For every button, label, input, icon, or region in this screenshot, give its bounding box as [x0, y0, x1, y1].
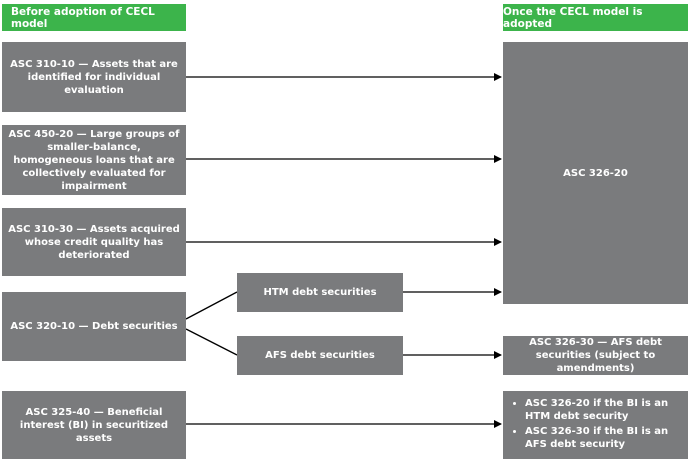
header-after-cecl: Once the CECL model is adopted: [503, 4, 688, 31]
bi-outcome-item: ASC 326-20 if the BI is an HTM debt secu…: [525, 397, 682, 423]
box-asc-310-30-label: ASC 310-30 — Assets acquired whose credi…: [8, 223, 180, 261]
branch-to-htm: [185, 291, 238, 320]
box-bi-outcomes: ASC 326-20 if the BI is an HTM debt secu…: [503, 391, 688, 459]
box-asc-326-20-label: ASC 326-20: [563, 167, 628, 179]
header-before-cecl: Before adoption of CECL model: [2, 4, 186, 31]
box-asc-325-40-label: ASC 325-40 — Beneficial interest (BI) in…: [19, 406, 169, 444]
box-htm-label: HTM debt securities: [263, 287, 377, 298]
box-afs-debt-securities: AFS debt securities: [237, 336, 403, 375]
box-asc-310-10-label: ASC 310-10 — Assets that are identified …: [10, 58, 178, 96]
header-before-label: Before adoption of CECL model: [11, 5, 155, 30]
bi-outcomes-list: ASC 326-20 if the BI is an HTM debt secu…: [511, 397, 682, 453]
branch-to-afs: [185, 328, 238, 356]
box-asc-310-30: ASC 310-30 — Assets acquired whose credi…: [2, 208, 186, 276]
box-asc-450-20-label: ASC 450-20 — Large groups of smaller-bal…: [8, 128, 180, 192]
box-afs-label: AFS debt securities: [265, 350, 375, 361]
box-htm-debt-securities: HTM debt securities: [237, 273, 403, 312]
box-asc-326-30: ASC 326-30 — AFS debt securities (subjec…: [503, 336, 688, 375]
header-after-label: Once the CECL model is adopted: [503, 5, 643, 30]
bi-outcome-item: ASC 326-30 if the BI is an AFS debt secu…: [525, 425, 682, 451]
box-asc-310-10: ASC 310-10 — Assets that are identified …: [2, 42, 186, 112]
box-asc-326-30-label: ASC 326-30 — AFS debt securities (subjec…: [529, 337, 662, 374]
box-asc-450-20: ASC 450-20 — Large groups of smaller-bal…: [2, 125, 186, 195]
box-asc-320-10: ASC 320-10 — Debt securities: [2, 292, 186, 361]
box-asc-326-20: ASC 326-20: [503, 42, 688, 304]
box-asc-320-10-label: ASC 320-10 — Debt securities: [10, 321, 178, 332]
box-asc-325-40: ASC 325-40 — Beneficial interest (BI) in…: [2, 391, 186, 459]
